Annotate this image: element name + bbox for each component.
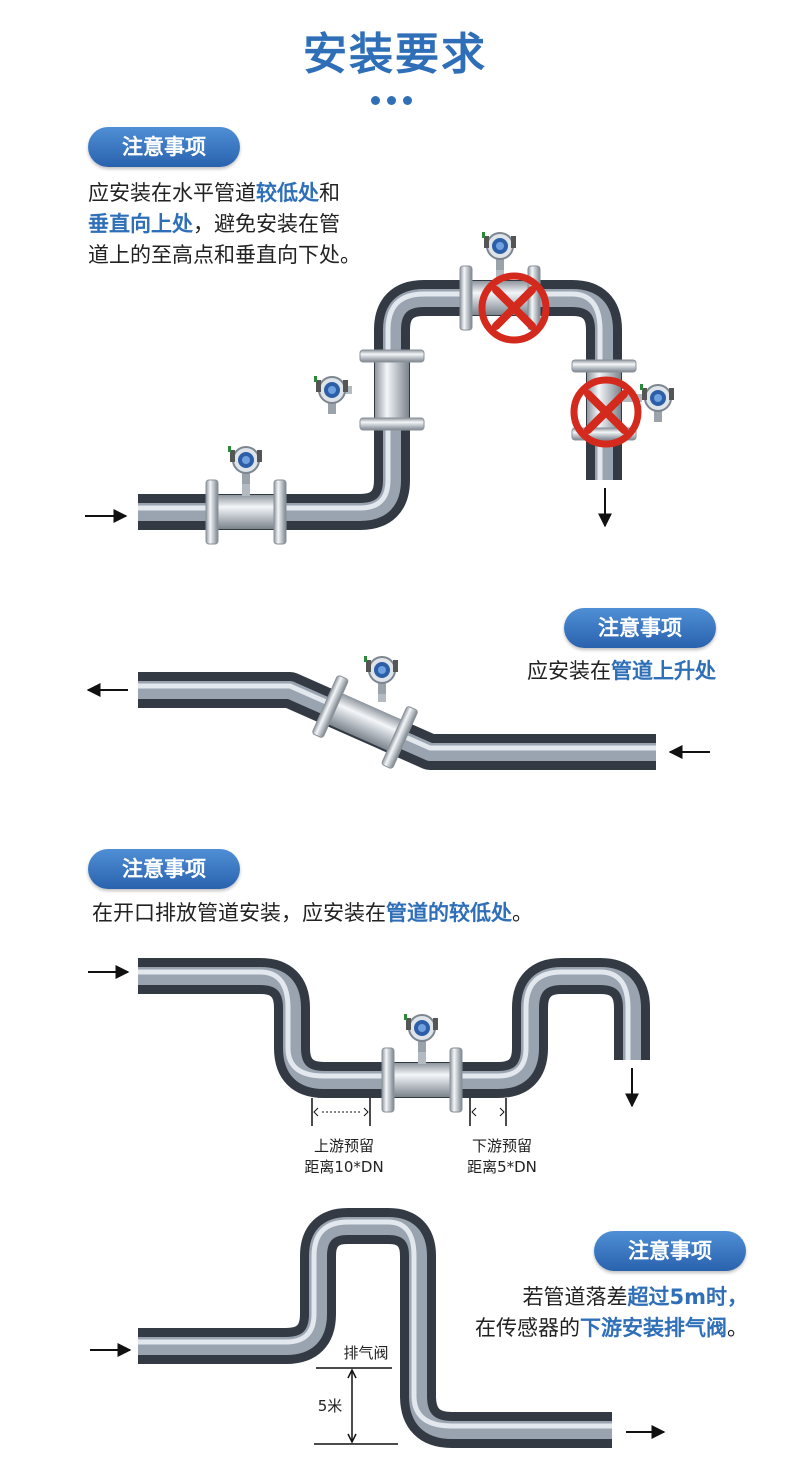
section-2-text: 应安装在管道上升处 <box>527 656 716 687</box>
text-line: 垂直向上处，避免安装在管 <box>88 212 340 236</box>
diagram-2 <box>86 655 710 770</box>
diagram-1 <box>85 232 675 544</box>
text-line: 应安装在管道上升处 <box>527 659 716 683</box>
page-title: 安装要求 <box>303 29 487 80</box>
title-dots <box>371 90 419 105</box>
section-3-text: 在开口排放管道安装，应安装在管道的较低处。 <box>92 898 533 929</box>
valve-label: 排气阀 <box>343 1344 389 1362</box>
section-4-text: 若管道落差超过5m时， 在传感器的下游安装排气阀。 <box>475 1282 748 1344</box>
section-1-text: 应安装在水平管道较低处和 垂直向上处，避免安装在管 道上的至高点和垂直向下处。 <box>88 178 361 271</box>
downstream-label: 下游预留 距离5*DN <box>467 1137 537 1176</box>
text-line: 在开口排放管道安装，应安装在管道的较低处。 <box>92 901 533 925</box>
height-label: 5米 <box>317 1397 343 1415</box>
diagram-4 <box>90 1208 666 1448</box>
section-4-badge: 注意事项 <box>594 1231 746 1271</box>
text-line: 若管道落差超过5m时， <box>522 1285 749 1309</box>
diagram-3 <box>88 958 650 1126</box>
upstream-label: 上游预留 距离10*DN <box>304 1137 384 1176</box>
text-line: 在传感器的下游安装排气阀。 <box>475 1316 748 1340</box>
text-line: 应安装在水平管道较低处和 <box>88 181 340 205</box>
text-line: 道上的至高点和垂直向下处。 <box>88 243 361 267</box>
section-3-badge: 注意事项 <box>88 849 240 889</box>
section-2-badge: 注意事项 <box>564 608 716 648</box>
section-1-badge: 注意事项 <box>88 127 240 167</box>
